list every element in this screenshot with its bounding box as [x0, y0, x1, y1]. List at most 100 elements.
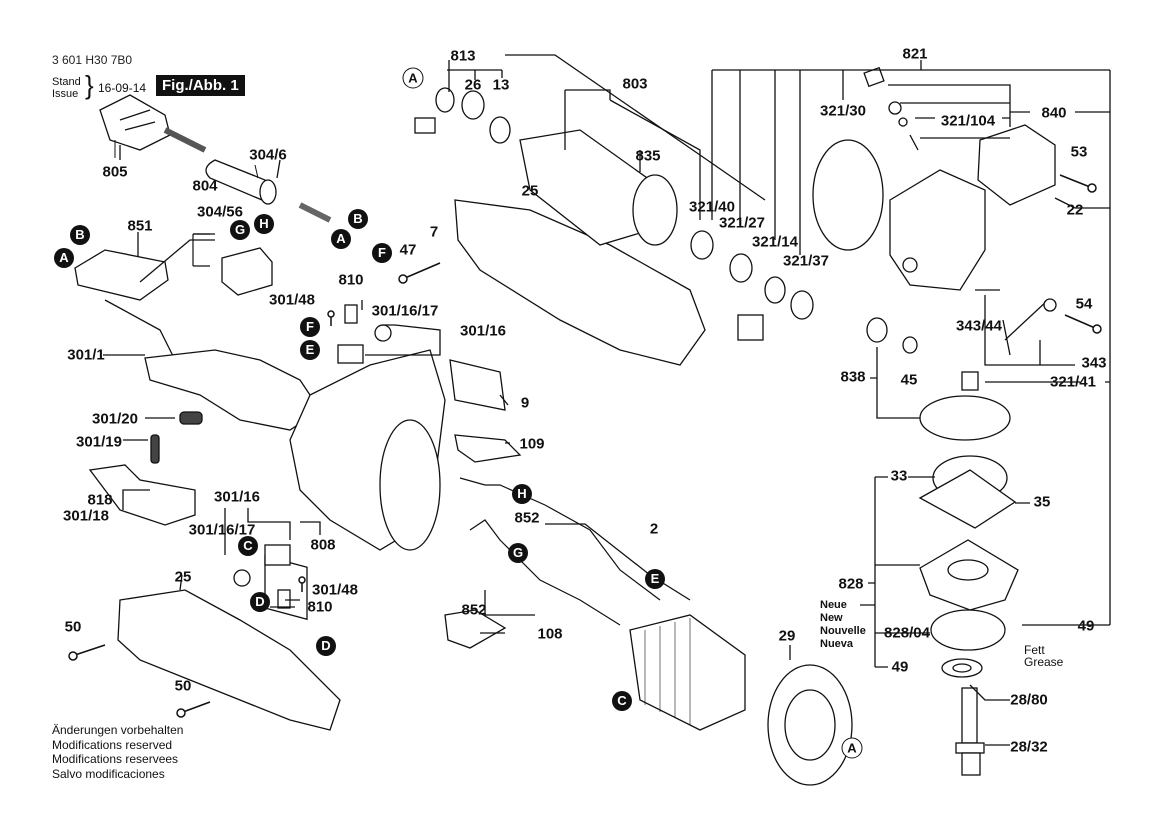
callout-c: C: [238, 536, 258, 556]
part-label-321-41: 321/41: [1050, 373, 1096, 391]
part-number: 3 601 H30 7B0: [52, 53, 133, 67]
part-label-35: 35: [1033, 493, 1051, 511]
part-label-301-16-17: 301/16/17: [371, 302, 439, 320]
part-label-109: 109: [519, 435, 545, 453]
handle-housing-drawing: [454, 199, 706, 366]
part-label-810: 810: [307, 598, 333, 616]
part-label-49: 49: [1077, 617, 1095, 635]
switch-block-drawing: [221, 247, 273, 296]
callout-a: A: [331, 229, 351, 249]
part-label-852: 852: [514, 509, 540, 527]
note-line: Nueva: [820, 638, 854, 650]
brace-icon: }: [85, 70, 94, 100]
part-label-301-48: 301/48: [269, 291, 315, 309]
part-label-304-56: 304/56: [197, 203, 243, 221]
part-label-804: 804: [192, 177, 218, 195]
callout-e: E: [300, 340, 320, 360]
callout-g: G: [230, 220, 250, 240]
part-label-25: 25: [521, 182, 539, 200]
callout-h: H: [254, 214, 274, 234]
part-label-852: 852: [461, 601, 487, 619]
part-label-321-27: 321/27: [719, 214, 765, 232]
screw-drawing: [1059, 174, 1091, 188]
part-label-828-04: 828/04: [884, 624, 930, 642]
callout-f: F: [300, 317, 320, 337]
part-label-301-16: 301/16: [460, 322, 506, 340]
part-label-803: 803: [622, 75, 648, 93]
part-label-26: 26: [464, 76, 482, 94]
callout-b: B: [70, 225, 90, 245]
part-label-53: 53: [1070, 143, 1088, 161]
part-label-805: 805: [102, 163, 128, 181]
part-label-13: 13: [492, 76, 510, 94]
screw-drawing: [74, 644, 106, 656]
part-label-29: 29: [778, 627, 796, 645]
part-label-304-6: 304/6: [249, 146, 287, 164]
part-label-343: 343: [1081, 354, 1107, 372]
note-line: Neue: [820, 599, 847, 611]
part-label-22: 22: [1066, 201, 1084, 219]
screw-drawing: [404, 262, 441, 279]
part-label-321-37: 321/37: [783, 252, 829, 270]
callout-a: A: [841, 737, 863, 759]
callout-e: E: [645, 569, 665, 589]
auxiliary-handle-drawing: [117, 589, 341, 731]
note-line: Grease: [1024, 655, 1064, 669]
part-label-2: 2: [649, 520, 659, 538]
part-label-50: 50: [174, 677, 192, 695]
part-label-810: 810: [338, 271, 364, 289]
issue-date: 16-09-14: [98, 81, 147, 95]
new-part-note: Neue New Nouvelle Nueva: [820, 599, 866, 651]
part-label-321-14: 321/14: [752, 233, 798, 251]
part-label-828: 828: [838, 575, 864, 593]
part-label-7: 7: [429, 223, 439, 241]
part-label-321-30: 321/30: [820, 102, 866, 120]
callout-a: A: [402, 67, 424, 89]
part-label-301-16-17: 301/16/17: [188, 521, 256, 539]
part-label-108: 108: [537, 625, 563, 643]
callout-f: F: [372, 243, 392, 263]
part-label-28-80: 28/80: [1010, 691, 1048, 709]
switch-lever-drawing: [88, 464, 196, 526]
callout-d: D: [250, 592, 270, 612]
part-label-343-44: 343/44: [956, 317, 1002, 335]
spring-drawing: [150, 434, 160, 464]
part-label-813: 813: [450, 47, 476, 65]
bevel-gear-drawing: [919, 395, 1011, 441]
note-line: Änderungen vorbehalten: [52, 723, 184, 737]
note-line: Modifications reservees: [52, 752, 179, 766]
part-label-808: 808: [310, 536, 336, 554]
power-plug-drawing: [99, 94, 207, 158]
modifications-note: Änderungen vorbehalten Modifications res…: [52, 723, 183, 781]
screw-drawing: [182, 701, 211, 713]
part-label-321-40: 321/40: [689, 198, 735, 216]
grease-note: Fett Grease: [1024, 644, 1063, 668]
part-label-47: 47: [399, 241, 417, 259]
part-label-50: 50: [64, 618, 82, 636]
part-label-835: 835: [635, 147, 661, 165]
callout-c: C: [612, 691, 632, 711]
note-line: New: [820, 612, 843, 624]
note-line: Fett: [1024, 643, 1045, 657]
part-label-301-20: 301/20: [92, 410, 138, 428]
note-line: Nouvelle: [820, 625, 866, 637]
part-label-301-19: 301/19: [76, 433, 122, 451]
part-label-321-104: 321/104: [940, 112, 996, 130]
part-label-840: 840: [1041, 104, 1067, 122]
part-label-49: 49: [891, 658, 909, 676]
part-label-838: 838: [840, 368, 866, 386]
callout-g: G: [508, 543, 528, 563]
part-label-301-18: 301/18: [63, 507, 109, 525]
gear-housing-drawing: [889, 169, 986, 291]
figure-badge: Fig./Abb. 1: [156, 75, 245, 96]
part-label-54: 54: [1075, 295, 1093, 313]
part-label-28-32: 28/32: [1010, 738, 1048, 756]
screw-drawing: [1064, 314, 1096, 329]
stand-issue-label: Stand Issue: [52, 76, 81, 100]
part-label-45: 45: [900, 371, 918, 389]
note-line: Salvo modificaciones: [52, 766, 165, 781]
part-label-9: 9: [520, 394, 530, 412]
part-label-818: 818: [87, 491, 113, 509]
